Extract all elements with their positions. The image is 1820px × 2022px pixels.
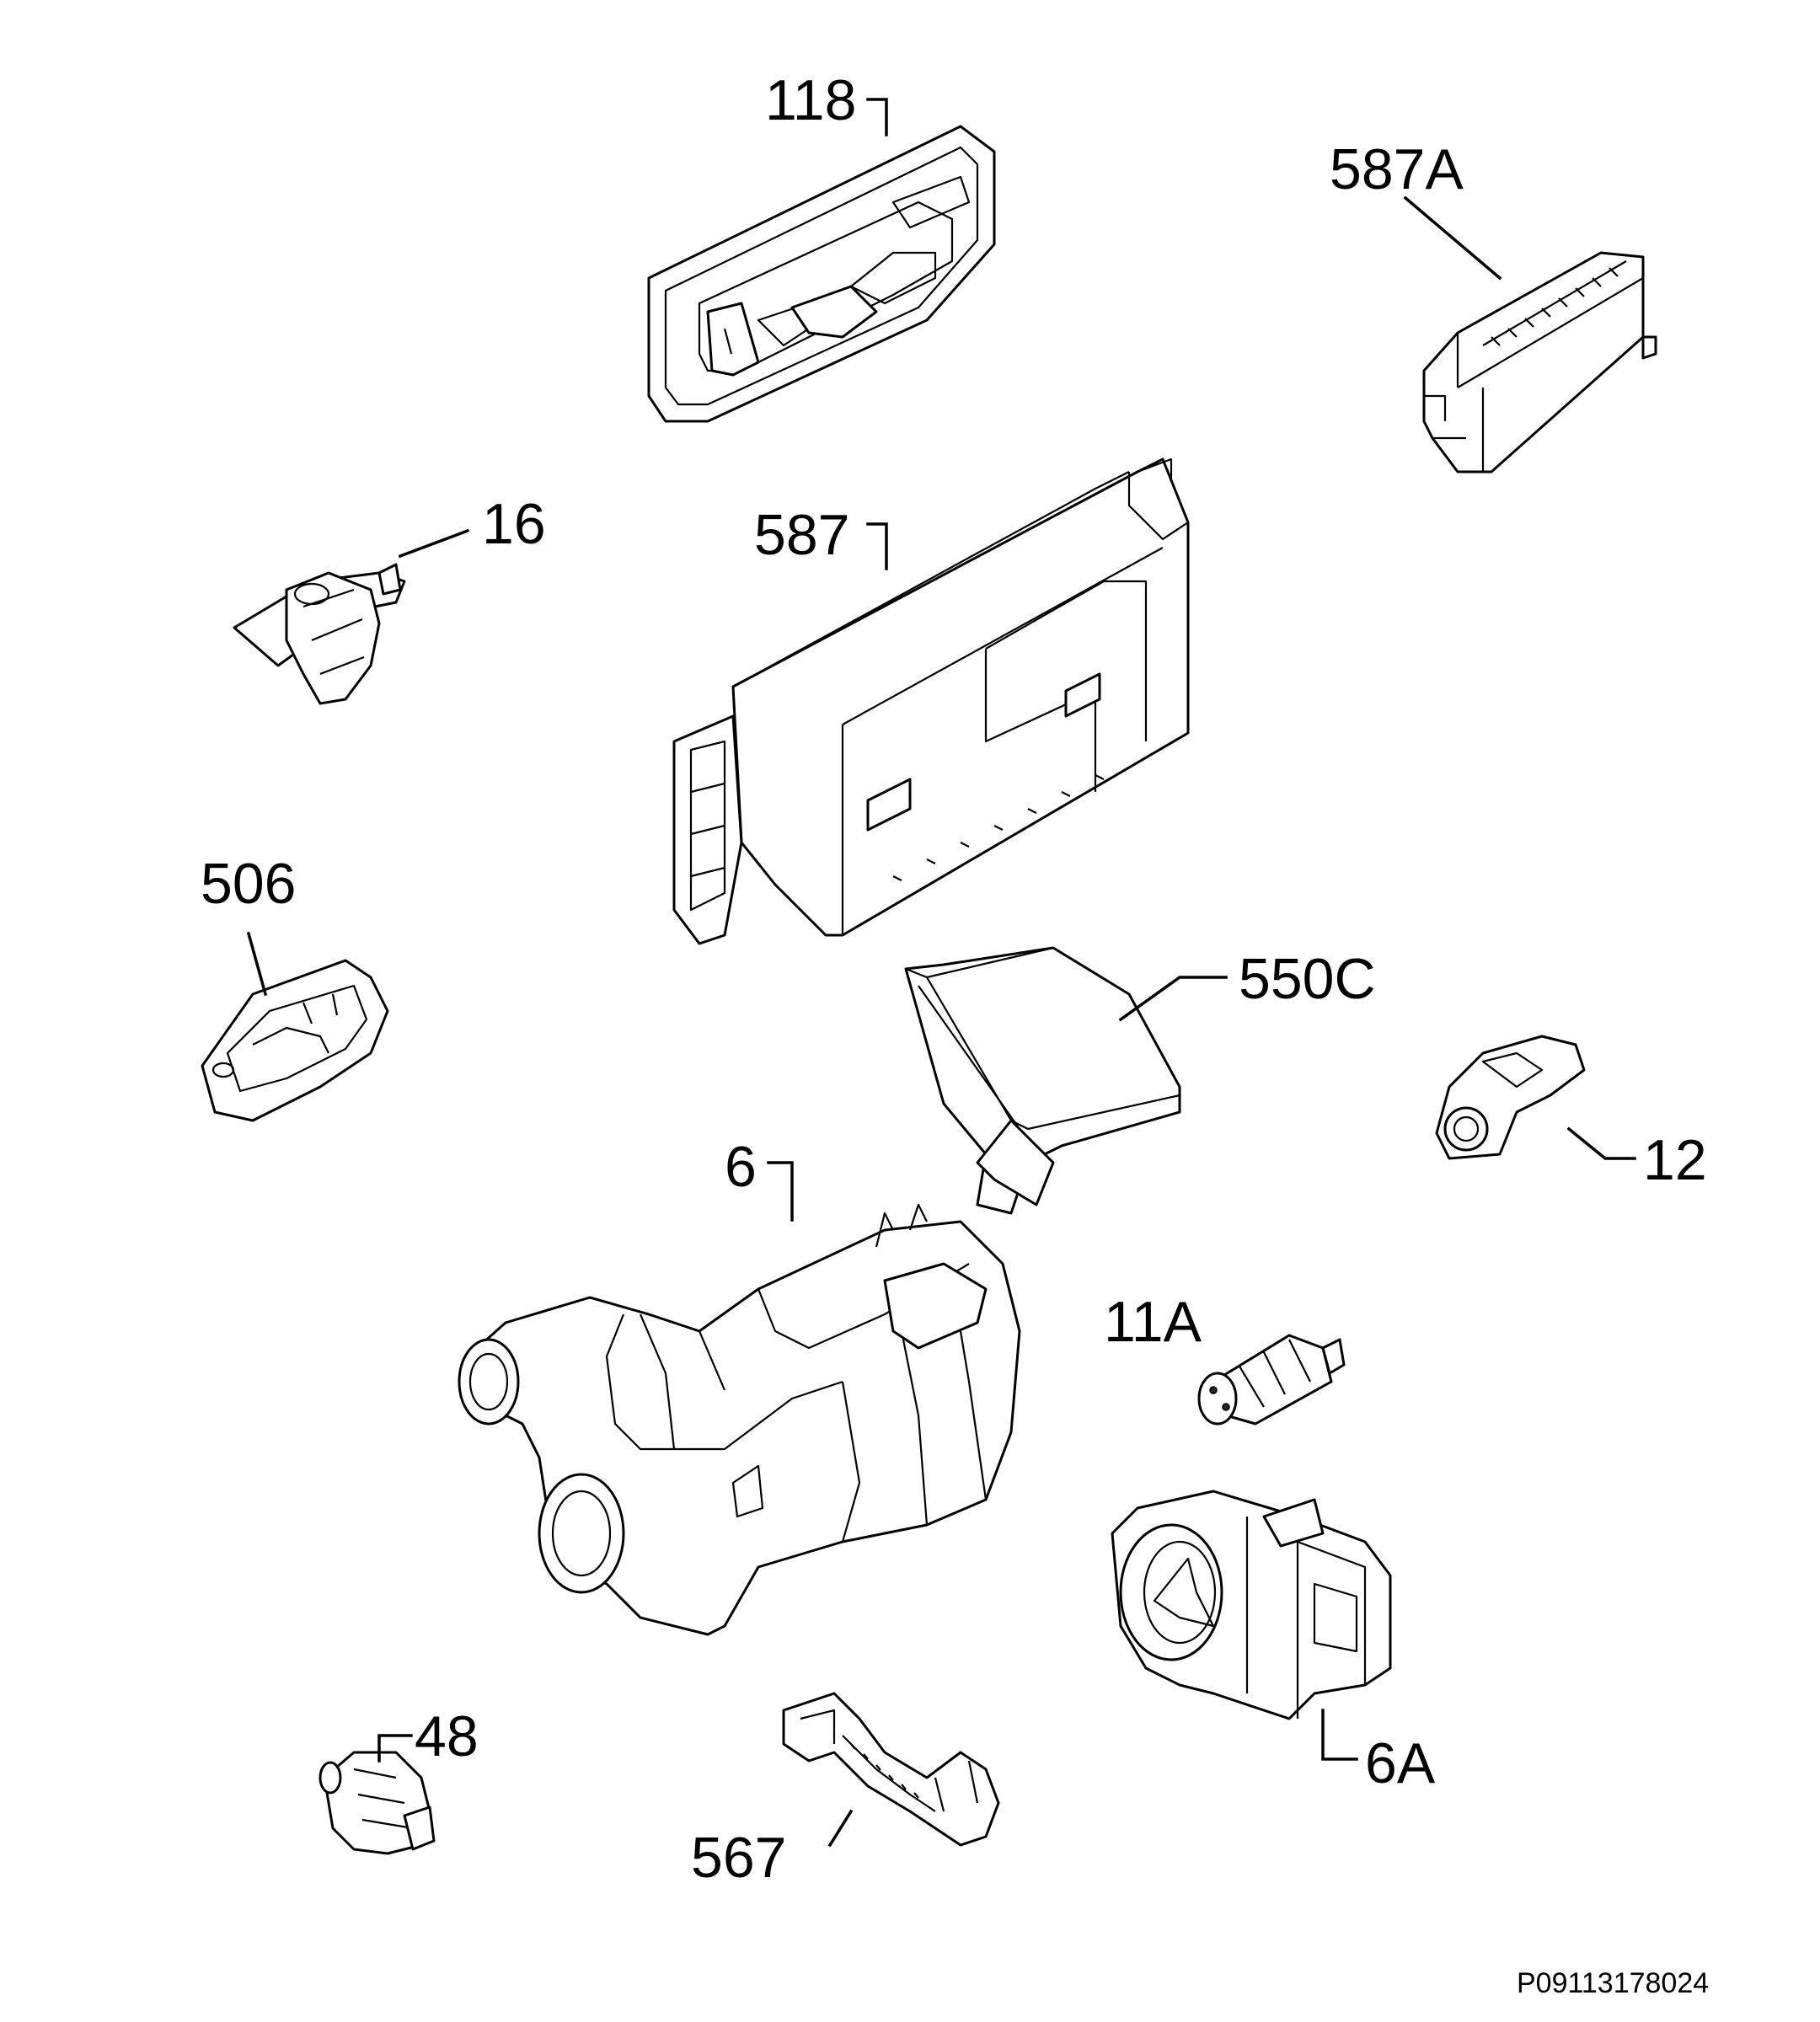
part-567-label: 567: [691, 1826, 786, 1890]
part-6a-label: 6A: [1365, 1731, 1436, 1795]
part-550c-label: 550C: [1239, 947, 1376, 1011]
part-12-drawing: [1435, 1035, 1586, 1160]
document-code: P09113178024: [1517, 1967, 1709, 1999]
part-11a-label: 11A: [1104, 1290, 1202, 1354]
part-16-drawing: [233, 563, 406, 705]
part-506-leader: [246, 931, 268, 997]
part-550c-leader: [1118, 976, 1228, 1022]
part-6a-drawing: [1111, 1490, 1392, 1720]
part-118-label: 118: [765, 68, 856, 132]
part-6a-leader: [1321, 1709, 1358, 1761]
part-587a-leader: [1403, 195, 1502, 281]
part-567-leader: [827, 1809, 854, 1848]
part-506-drawing: [201, 959, 389, 1122]
part-587a-label: 587A: [1330, 137, 1464, 201]
part-118-drawing: [647, 125, 996, 423]
part-12-leader: [1566, 1126, 1636, 1160]
part-587a-drawing: [1422, 251, 1657, 473]
part-567-drawing: [782, 1692, 1000, 1847]
part-6-leader: [767, 1161, 794, 1222]
part-16-label: 16: [482, 492, 546, 556]
part-11a-drawing: [1197, 1334, 1346, 1426]
part-12-label: 12: [1643, 1128, 1707, 1192]
part-48-leader: [377, 1734, 413, 1763]
part-48-label: 48: [415, 1704, 479, 1768]
part-587-drawing: [672, 457, 1190, 945]
part-587-label: 587: [754, 503, 849, 567]
part-48-drawing: [318, 1751, 436, 1855]
part-506-label: 506: [201, 852, 296, 916]
part-118-leader: [866, 98, 888, 136]
part-587-leader: [866, 522, 888, 570]
part-6-label: 6: [725, 1135, 757, 1199]
part-6-drawing: [458, 1203, 1021, 1636]
part-550c-drawing: [904, 946, 1181, 1215]
part-16-leader: [398, 528, 470, 559]
